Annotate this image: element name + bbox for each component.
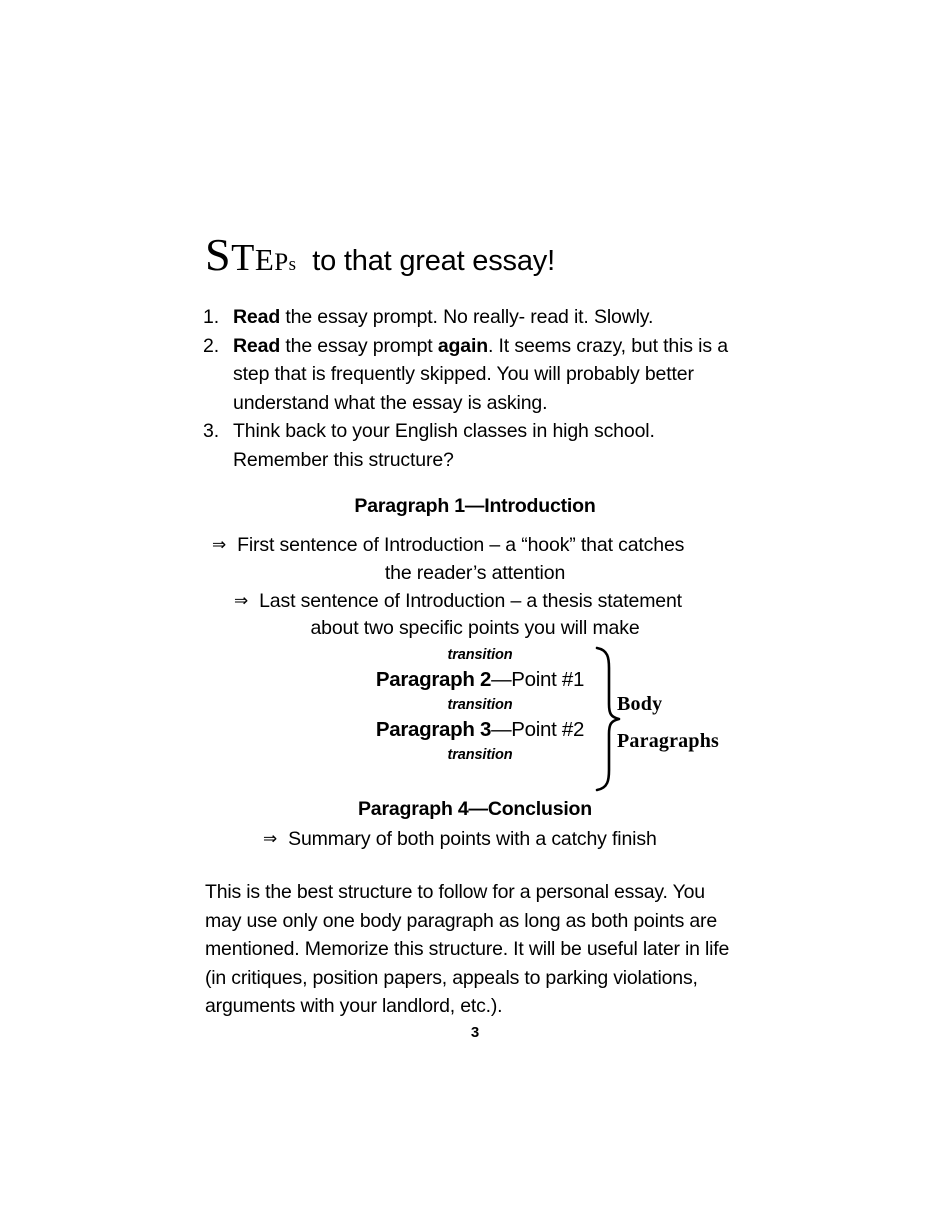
brace-label-line-2: Paragraphs: [617, 730, 719, 752]
step2-mid: the essay prompt: [280, 334, 438, 357]
title-letter-t: T: [231, 237, 255, 279]
double-arrow-icon: ⇒: [263, 829, 278, 849]
body-row-paragraph-3: Paragraph 3—Point #2: [350, 715, 610, 745]
bullet-intro-hook: ⇒ First sentence of Introduction – a “hoo…: [212, 531, 684, 559]
bullet-conclusion-text: Summary of both points with a catchy fin…: [288, 828, 657, 850]
double-arrow-icon: ⇒: [212, 535, 227, 555]
brace-label-body-paragraphs: Body Paragraphs: [617, 686, 747, 760]
list-item-number: 2.: [203, 334, 219, 357]
title-letter-p: P: [274, 249, 289, 276]
list-item: 1. Read the essay prompt. No really- rea…: [203, 303, 748, 332]
step2-body: . It seems crazy, but this is a step tha…: [233, 334, 728, 414]
heading-paragraph-4-conclusion: Paragraph 4—Conclusion: [358, 798, 592, 820]
list-item-text: Read the essay prompt. No really- read i…: [233, 303, 748, 332]
list-item-number: 1.: [203, 306, 219, 328]
heading-paragraph-1-introduction: Paragraph 1—Introduction: [354, 495, 596, 517]
list-item-number: 3.: [203, 420, 219, 442]
transition-label-1: transition: [447, 647, 513, 663]
body-row-2-label: Paragraph 2: [375, 668, 492, 691]
step2-emphasis-1: Read: [233, 334, 281, 357]
bullet-intro-hook-line2: the reader’s attention: [384, 562, 566, 584]
page-title: STEPs to that great essay!: [205, 228, 745, 290]
bullet-intro-hook-text: First sentence of Introduction – a “hook…: [237, 534, 685, 556]
bullet-intro-thesis-text: Last sentence of Introduction – a thesis…: [259, 590, 682, 612]
list-item: 3. Think back to your English classes in…: [203, 417, 748, 474]
steps-list: 1. Read the essay prompt. No really- rea…: [203, 303, 748, 474]
body-row-paragraph-2: Paragraph 2—Point #1: [350, 665, 610, 695]
title-tagline: to that great essay!: [297, 245, 555, 277]
page-number: 3: [470, 1024, 480, 1041]
bullet-conclusion-summary: ⇒ Summary of both points with a catchy fi…: [263, 825, 657, 853]
bullet-intro-thesis-line2: about two specific points you will make: [310, 617, 640, 639]
body-paragraphs-block: transition Paragraph 2—Point #1 transiti…: [350, 645, 610, 765]
title-letter-s: S: [205, 229, 232, 280]
body-row-3-point: —Point #2: [491, 718, 585, 741]
brace-label-line-1: Body: [617, 693, 663, 715]
double-arrow-icon: ⇒: [234, 591, 249, 611]
list-item-text: Think back to your English classes in hi…: [233, 420, 655, 471]
transition-label-2: transition: [447, 697, 513, 713]
list-item-text: Read the essay prompt again. It seems cr…: [233, 332, 748, 418]
title-tagline-text: to that great essay!: [312, 245, 555, 277]
transition-label-3: transition: [447, 747, 513, 763]
bullet-intro-thesis: ⇒ Last sentence of Introduction – a thesi…: [234, 587, 682, 615]
step1-emphasis: Read: [233, 306, 281, 328]
list-item: 2. Read the essay prompt again. It seems…: [203, 332, 748, 418]
step1-body: the essay prompt. No really- read it. Sl…: [280, 306, 654, 328]
body-row-3-label: Paragraph 3: [375, 718, 492, 741]
body-row-2-point: —Point #1: [491, 668, 585, 691]
step2-emphasis-2: again: [437, 334, 488, 357]
closing-paragraph: This is the best structure to follow for…: [205, 881, 730, 1017]
curly-brace-icon: [595, 646, 621, 792]
title-letter-e: E: [254, 242, 275, 277]
title-letter-s-lower: s: [288, 254, 297, 275]
